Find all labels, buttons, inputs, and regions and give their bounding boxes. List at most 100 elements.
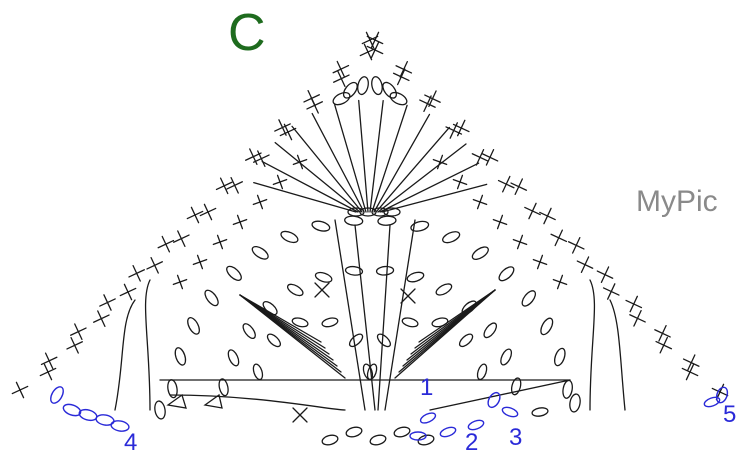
treble-stitch bbox=[253, 181, 357, 213]
watermark-label: MyPic bbox=[636, 185, 718, 218]
single-crochet-x bbox=[157, 235, 175, 253]
treble-stitch bbox=[334, 104, 367, 213]
single-crochet-x bbox=[424, 90, 441, 108]
single-crochet-x bbox=[212, 234, 228, 250]
marked-chain-oval bbox=[419, 412, 437, 424]
treble-stitch bbox=[381, 183, 488, 213]
treble-stitch bbox=[369, 100, 384, 213]
row-number-5: 5 bbox=[723, 401, 736, 428]
chain-arc bbox=[114, 299, 136, 411]
single-crochet-x bbox=[512, 234, 528, 250]
chain-oval bbox=[389, 91, 408, 106]
treble-stitch bbox=[261, 160, 359, 213]
single-crochet-x bbox=[472, 194, 488, 210]
single-crochet-x bbox=[332, 70, 350, 88]
chain-oval bbox=[242, 323, 256, 340]
treble-stitch bbox=[354, 224, 376, 411]
single-crochet-x bbox=[11, 381, 29, 399]
chain-oval bbox=[500, 348, 513, 366]
single-crochet-x bbox=[654, 324, 671, 342]
single-crochet-x bbox=[510, 178, 528, 196]
chain-oval bbox=[154, 400, 166, 420]
single-crochet-x bbox=[92, 310, 110, 328]
single-crochet-x bbox=[172, 230, 190, 248]
single-crochet-x bbox=[524, 202, 541, 220]
chain-oval bbox=[174, 347, 187, 366]
row-number-2: 2 bbox=[465, 429, 478, 456]
single-crochet-x bbox=[432, 154, 448, 170]
single-crochet-x bbox=[452, 174, 468, 190]
chain-oval bbox=[252, 363, 264, 381]
chain-oval bbox=[369, 434, 387, 446]
stitch-symbols bbox=[11, 31, 729, 446]
chain-oval bbox=[431, 317, 449, 328]
treble-stitch bbox=[311, 112, 365, 213]
marked-chain-stitches bbox=[50, 386, 729, 441]
single-crochet-x bbox=[576, 256, 594, 274]
single-crochet-x bbox=[314, 282, 330, 298]
single-crochet-x bbox=[69, 323, 87, 341]
single-crochet-x bbox=[550, 229, 568, 247]
chain-oval bbox=[345, 426, 363, 438]
chain-arc bbox=[144, 279, 151, 411]
chain-oval bbox=[521, 290, 537, 307]
single-crochet-x bbox=[492, 214, 508, 230]
single-crochet-x bbox=[395, 60, 413, 78]
single-crochet-x bbox=[128, 264, 146, 282]
treble-stitch bbox=[418, 289, 496, 343]
treble-stitch bbox=[377, 224, 391, 411]
chain-oval bbox=[382, 81, 398, 99]
marked-chain-oval bbox=[409, 431, 427, 441]
single-crochet-x bbox=[232, 214, 248, 230]
chain-oval bbox=[286, 283, 304, 297]
chain-oval bbox=[562, 379, 573, 399]
single-crochet-x bbox=[332, 60, 350, 78]
chain-oval bbox=[376, 333, 392, 348]
treble-stitch bbox=[274, 141, 361, 213]
marked-chain-oval bbox=[110, 420, 130, 432]
single-crochet-x bbox=[146, 256, 164, 274]
treble-stitch bbox=[384, 219, 416, 411]
chain-oval bbox=[187, 316, 200, 335]
chain-arc bbox=[609, 299, 626, 411]
marked-chain-oval bbox=[62, 403, 82, 417]
chain-oval bbox=[227, 349, 240, 367]
chain-oval bbox=[569, 393, 581, 413]
chain-oval bbox=[553, 347, 566, 367]
single-crochet-x bbox=[625, 295, 643, 313]
single-crochet-x bbox=[481, 148, 499, 166]
chain-arc bbox=[169, 394, 346, 411]
chain-oval bbox=[311, 220, 331, 232]
treble-stitch bbox=[375, 126, 451, 213]
single-crochet-x bbox=[292, 154, 308, 170]
chain-oval bbox=[314, 271, 333, 283]
single-crochet-x bbox=[497, 175, 515, 193]
single-crochet-x bbox=[39, 363, 57, 381]
chain-oval bbox=[344, 215, 364, 226]
marked-chain-oval bbox=[715, 386, 729, 404]
chain-oval bbox=[357, 76, 369, 96]
chain-oval bbox=[321, 434, 339, 446]
treble-stitch bbox=[291, 125, 363, 213]
single-crochet-x bbox=[596, 266, 614, 284]
chain-oval bbox=[435, 283, 453, 296]
marked-chain-oval bbox=[501, 406, 519, 418]
chain-oval bbox=[371, 76, 383, 96]
single-crochet-x bbox=[539, 207, 556, 225]
single-crochet-x bbox=[567, 236, 585, 254]
chain-oval bbox=[280, 230, 299, 244]
chain-oval bbox=[371, 207, 389, 217]
chain-oval bbox=[218, 378, 229, 397]
single-crochet-x bbox=[682, 354, 700, 372]
chain-oval bbox=[498, 266, 515, 282]
single-crochet-x bbox=[532, 254, 548, 270]
chain-oval bbox=[321, 317, 339, 328]
single-crochet-x bbox=[629, 309, 646, 327]
chain-oval bbox=[417, 434, 435, 446]
single-crochet-x bbox=[199, 203, 217, 221]
single-crochet-x bbox=[40, 352, 58, 370]
chain-oval bbox=[406, 271, 425, 283]
single-crochet-x bbox=[99, 294, 116, 311]
single-crochet-x bbox=[66, 336, 84, 354]
